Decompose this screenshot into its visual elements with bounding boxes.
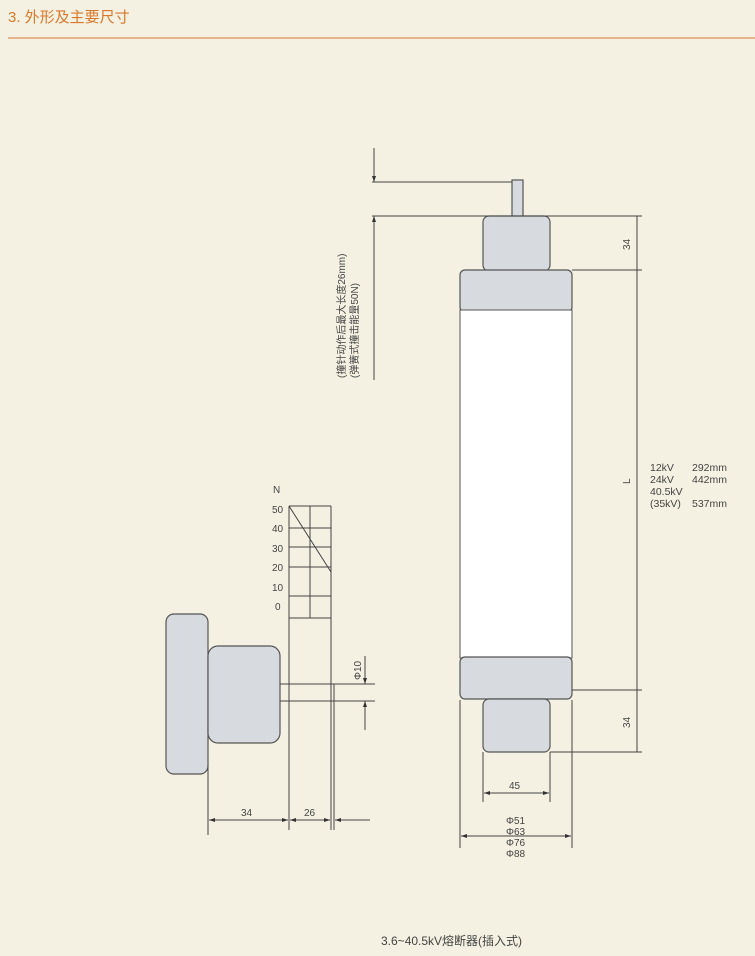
stroke-dim: 26 bbox=[304, 808, 316, 819]
spec-row: (35kV) 537mm bbox=[650, 498, 734, 510]
bottom-cap-dim: 34 bbox=[622, 716, 633, 728]
striker-pin bbox=[511, 179, 524, 218]
length-spec-table: 12kV 292mm 24kV 442mm 40.5kV (35kV) 537mm bbox=[650, 462, 734, 510]
force-tick: 40 bbox=[272, 524, 284, 535]
voltage: 24kV bbox=[650, 474, 674, 486]
length: 442mm bbox=[692, 474, 728, 486]
top-ferrule bbox=[459, 269, 573, 313]
length: 537mm bbox=[692, 498, 728, 510]
force-unit: N bbox=[273, 485, 280, 496]
force-tick: 30 bbox=[272, 544, 284, 555]
spec-row: 12kV 292mm bbox=[650, 462, 734, 474]
force-tick: 0 bbox=[275, 602, 281, 613]
length: 292mm bbox=[692, 462, 728, 474]
pin-diameter-dim: Φ10 bbox=[353, 660, 364, 680]
energy-note: (弹簧式撞击能量50N) bbox=[348, 283, 361, 378]
diameter-label: Φ63 bbox=[506, 827, 526, 838]
title-divider bbox=[8, 37, 755, 39]
force-tick: 10 bbox=[272, 583, 284, 594]
force-tick: 20 bbox=[272, 563, 284, 574]
side-cap bbox=[207, 645, 281, 744]
bottom-contact-cap bbox=[482, 698, 551, 753]
length-dim: L bbox=[622, 478, 633, 484]
diameter-label: Φ51 bbox=[506, 816, 526, 827]
stroke-note: (撞针动作后最大长度26mm) bbox=[335, 254, 348, 378]
bottom-ferrule bbox=[459, 656, 573, 700]
top-contact-cap bbox=[482, 215, 551, 272]
diameter-label: Φ76 bbox=[506, 838, 526, 849]
spec-row: 24kV 442mm bbox=[650, 474, 734, 486]
spec-row: 40.5kV bbox=[650, 486, 734, 498]
force-tick: 50 bbox=[272, 505, 284, 516]
force-grid bbox=[288, 505, 335, 830]
cap-width-dim: 45 bbox=[509, 781, 521, 792]
diameter-label: Φ88 bbox=[506, 849, 526, 860]
top-cap-dim: 34 bbox=[622, 238, 633, 250]
section-title: 3. 外形及主要尺寸 bbox=[8, 9, 130, 26]
voltage: (35kV) bbox=[650, 498, 681, 510]
side-cap-dim: 34 bbox=[241, 808, 253, 819]
figure-caption: 3.6~40.5kV熔断器(插入式) bbox=[381, 934, 523, 948]
voltage: 12kV bbox=[650, 462, 674, 474]
fuse-body bbox=[459, 309, 573, 659]
voltage: 40.5kV bbox=[650, 486, 683, 498]
side-ferrule bbox=[165, 613, 209, 775]
